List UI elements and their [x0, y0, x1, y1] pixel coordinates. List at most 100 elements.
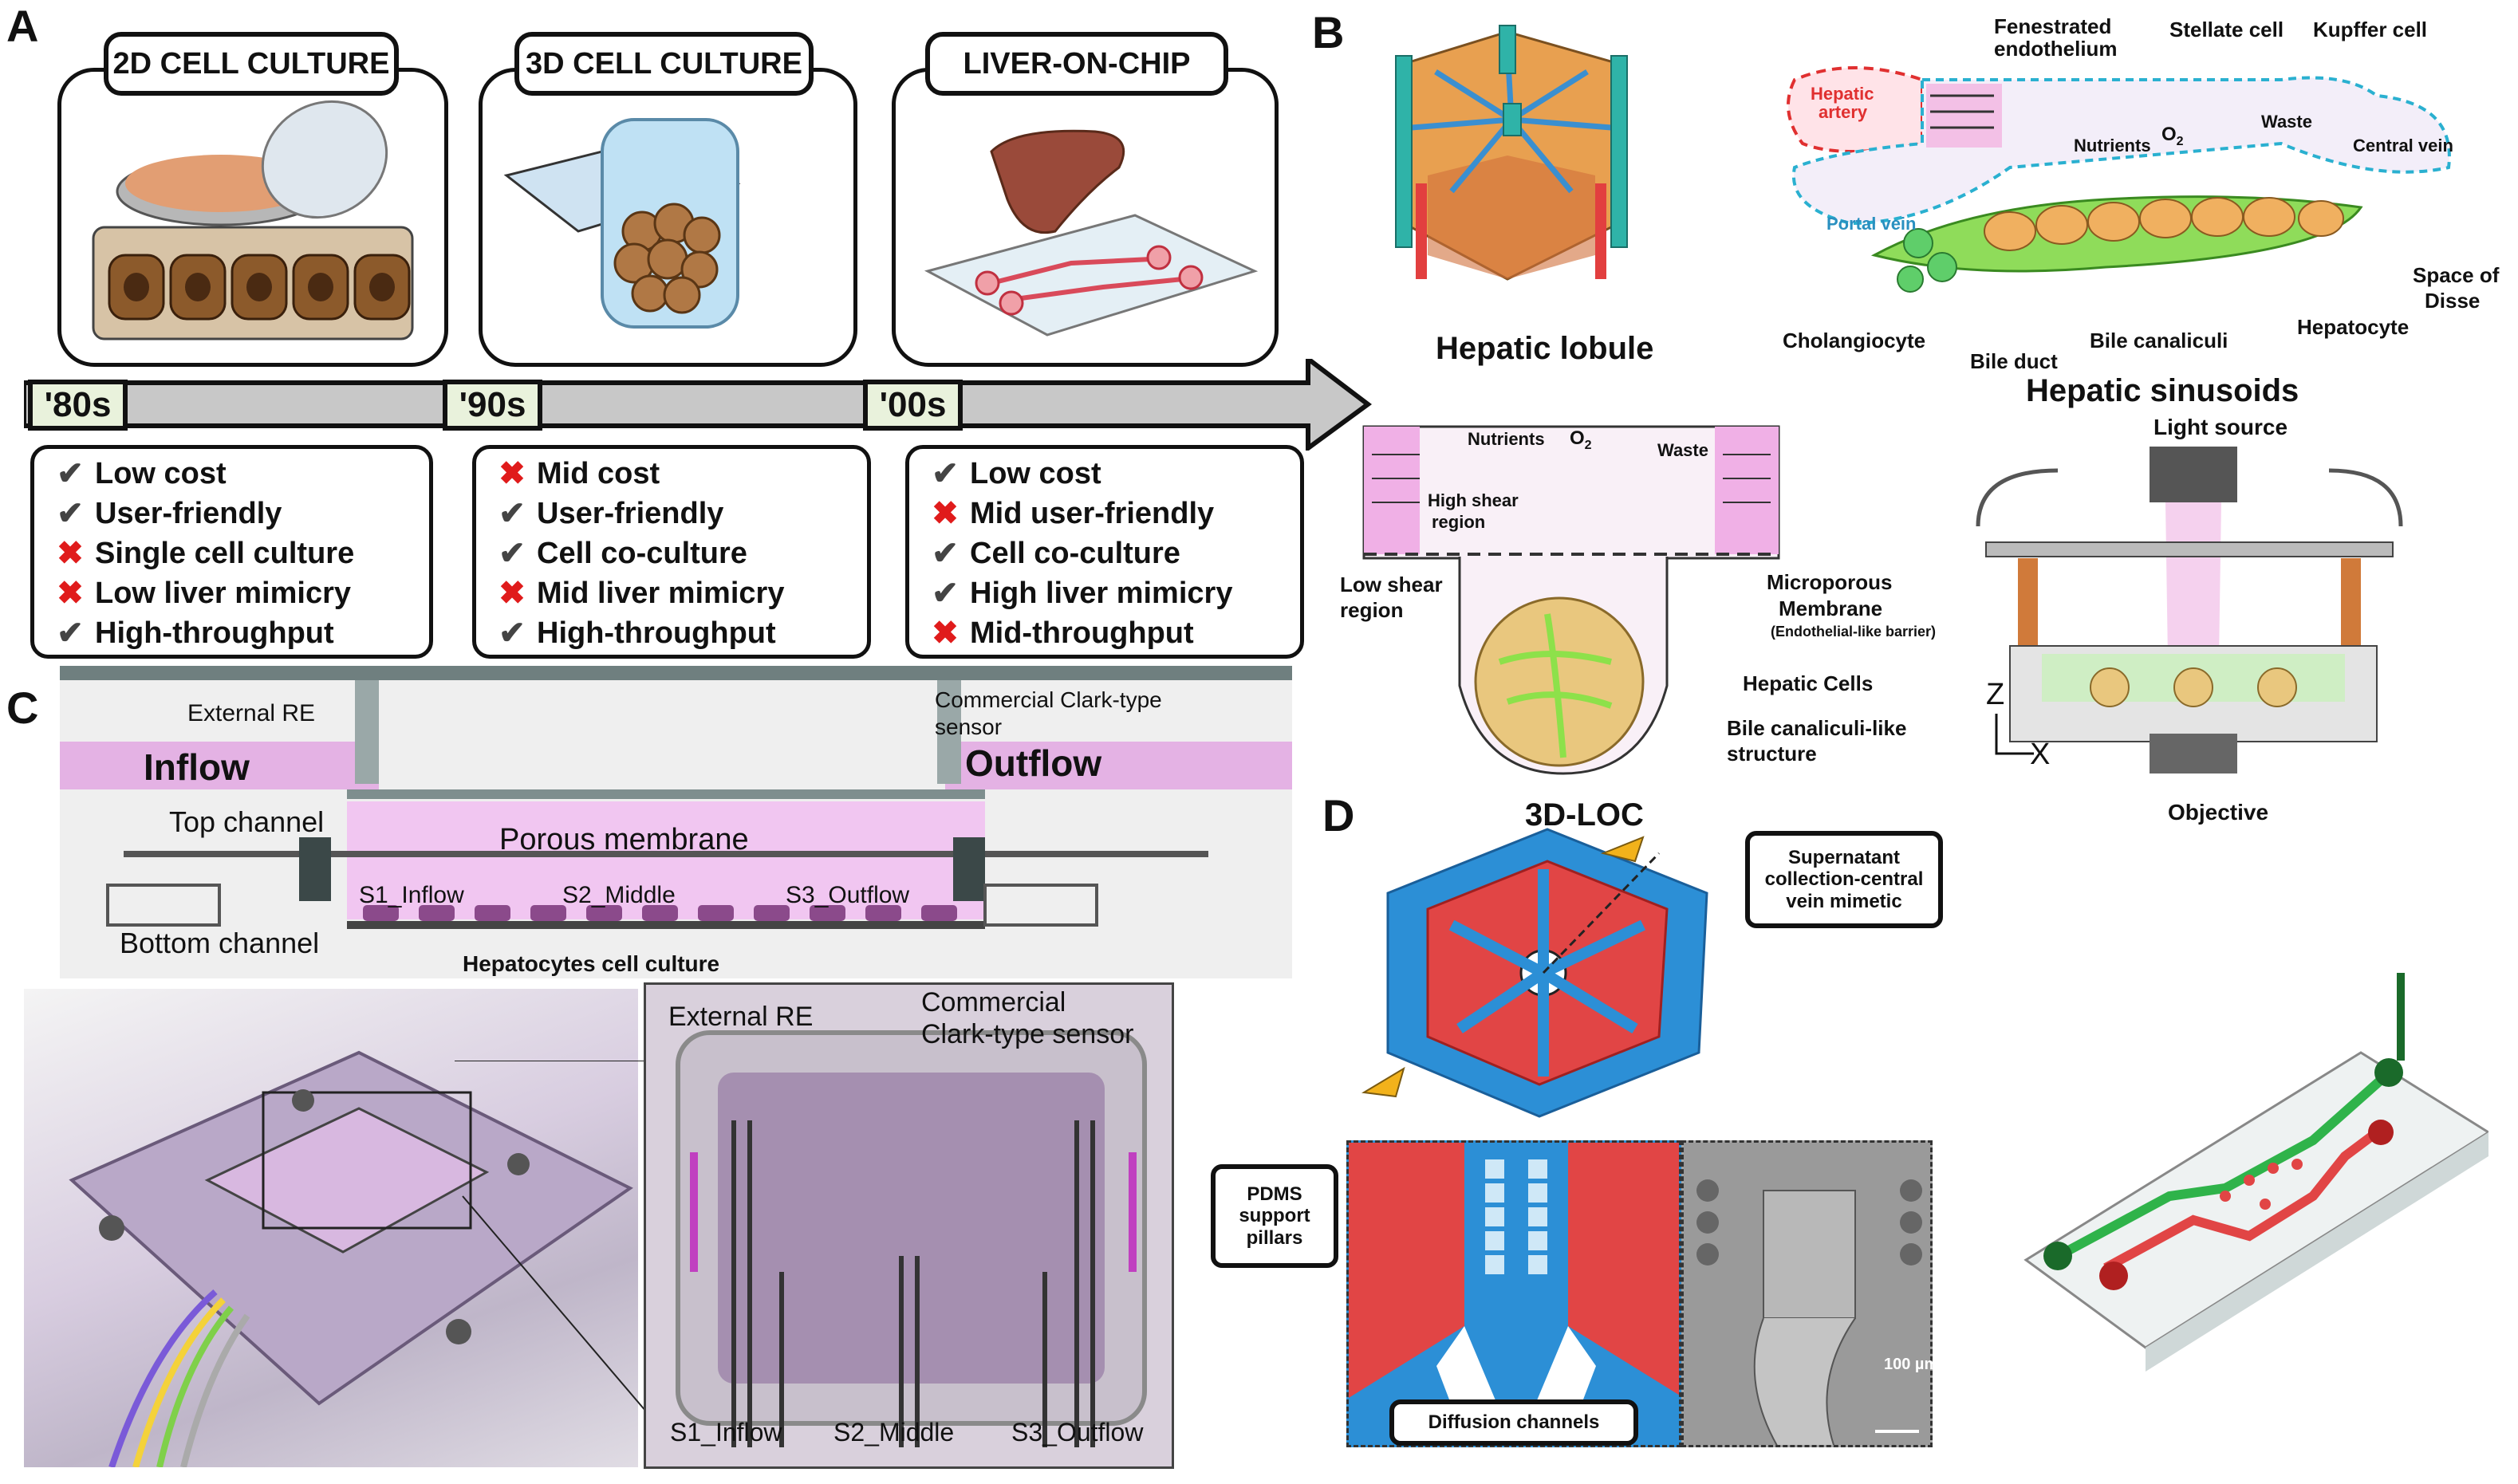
schematic-outflow: Outflow: [965, 742, 1102, 784]
label-bile-like-2: structure: [1727, 742, 1817, 766]
schematic-s2: S2_Middle: [562, 882, 676, 908]
device-photo: [24, 989, 638, 1467]
card-3d-culture: [479, 68, 857, 367]
feature-row: ✔Low cost: [927, 454, 1283, 494]
label-central-vein: Central vein: [2353, 136, 2453, 155]
hepatic-lobule-title: Hepatic lobule: [1436, 331, 1654, 366]
label-o2-sinusoid: O2: [2161, 124, 2184, 148]
label-waste-sinusoid: Waste: [2261, 112, 2312, 132]
photo-s1: S1_Inflow: [670, 1418, 782, 1447]
label-portal-vein: Portal vein: [1826, 214, 1917, 234]
label-o2-loc: O2: [1570, 427, 1592, 452]
feature-row: ✔ User-friendly: [52, 494, 412, 533]
feature-row: ✖Mid liver mimicry: [494, 573, 849, 613]
check-icon: ✔: [57, 616, 84, 651]
feature-text: Low cost: [970, 456, 1101, 490]
check-icon: ✔: [57, 456, 84, 491]
check-icon: ✔: [498, 536, 526, 571]
feature-text: Mid cost: [537, 456, 660, 490]
check-icon: ✔: [498, 496, 526, 531]
micrograph-image: [1681, 1140, 1933, 1447]
schematic-external-re: External RE: [187, 700, 316, 726]
cross-icon: ✖: [57, 576, 84, 611]
label-stellate-cell: Stellate cell: [2169, 18, 2284, 41]
feature-text: Mid user-friendly: [970, 496, 1215, 530]
label-hepatic: Hepatic: [1811, 84, 1874, 104]
feature-row: ✔ High-throughput: [52, 613, 412, 653]
feature-text: User-friendly: [95, 496, 282, 530]
schematic-top-channel: Top channel: [169, 805, 325, 838]
feature-text: Mid-throughput: [970, 616, 1194, 650]
feature-row: ✔ Low cost: [52, 454, 412, 494]
feature-text: Cell co-culture: [537, 536, 747, 570]
feature-text: High liver mimicry: [970, 576, 1233, 610]
cross-icon: ✖: [932, 616, 959, 651]
era-80s: '80s: [28, 380, 128, 431]
label-light-source: Light source: [2154, 415, 2288, 439]
feature-text: High-throughput: [95, 616, 334, 650]
liver-chip-illustration: [924, 129, 1259, 337]
hexagonal-chip-illustration: [1361, 828, 1708, 1118]
label-kupffer-cell: Kupffer cell: [2313, 18, 2428, 41]
label-nutrients-loc: Nutrients: [1468, 429, 1545, 449]
label-high-shear-1: High shear: [1428, 490, 1519, 510]
feature-row: ✔ Cell co-culture: [927, 533, 1283, 573]
photo-s2: S2_Middle: [833, 1418, 955, 1447]
feature-text: Cell co-culture: [970, 536, 1180, 570]
label-membrane: Membrane: [1779, 596, 1883, 620]
check-icon: ✔: [57, 496, 84, 531]
loc-3d-illustration: [1362, 425, 1780, 775]
feature-list-loc: ✔Low cost✖Mid user-friendly✔Cell co-cult…: [905, 445, 1304, 659]
schematic-s1: S1_Inflow: [359, 882, 464, 908]
label-endothelium: endothelium: [1994, 37, 2118, 61]
feature-row: ✔ Cell co-culture: [494, 533, 849, 573]
card-2d-culture: [57, 68, 448, 367]
feature-text: High-throughput: [537, 616, 776, 650]
label-waste-loc: Waste: [1657, 440, 1708, 460]
label-hepatocyte: Hepatocyte: [2297, 315, 2410, 339]
photo-s3: S3_Outflow: [1011, 1418, 1144, 1447]
label-bile-duct: Bile duct: [1970, 349, 2058, 373]
feature-text: Low liver mimicry: [95, 576, 352, 610]
schematic-porous-membrane: Porous membrane: [499, 823, 749, 856]
feature-row: ✖ Low liver mimicry: [52, 573, 412, 613]
card-title-3d: 3D CELL CULTURE: [514, 32, 814, 96]
cross-icon: ✖: [498, 576, 526, 611]
card-title-loc: LIVER-ON-CHIP: [925, 32, 1228, 96]
label-low-shear-1: Low shear: [1340, 573, 1443, 596]
schematic-clark-2: sensor: [935, 714, 1003, 739]
feature-text: User-friendly: [537, 496, 724, 530]
panel-label-c: C: [6, 683, 39, 733]
card-title-2d: 2D CELL CULTURE: [104, 32, 399, 96]
cross-icon: ✖: [498, 456, 526, 491]
panel-label-b: B: [1312, 7, 1345, 57]
label-space-of: Space of: [2413, 263, 2500, 287]
hepatic-sinusoids-title: Hepatic sinusoids: [2026, 373, 2299, 408]
zoom-lines: [455, 1061, 647, 1412]
label-membrane-note: (Endothelial-like barrier): [1771, 624, 1937, 640]
schematic-s3: S3_Outflow: [786, 882, 910, 908]
feature-row: ✔ User-friendly: [494, 494, 849, 533]
label-z-axis: Z: [1986, 678, 2005, 711]
feature-row: ✖Mid user-friendly: [927, 494, 1283, 533]
schematic-inflow: Inflow: [144, 746, 250, 788]
feature-list-3d: ✖Mid cost✔User-friendly✔Cell co-culture✖…: [472, 445, 871, 659]
check-icon: ✔: [932, 576, 959, 611]
check-icon: ✔: [932, 536, 959, 571]
label-nutrients-sinusoid: Nutrients: [2074, 136, 2151, 155]
feature-text: Low cost: [95, 456, 227, 490]
label-cholangiocyte: Cholangiocyte: [1783, 329, 1926, 352]
label-low-shear-2: region: [1340, 598, 1404, 622]
label-bile-canaliculi: Bile canaliculi: [2090, 329, 2228, 352]
feature-row: ✖ Mid-throughput: [927, 613, 1283, 653]
axis-arrows-icon: [1995, 714, 2034, 755]
hepatic-lobule-illustration: [1395, 25, 1628, 281]
petri-dish-illustration: [92, 100, 414, 340]
zoom-illustration: [1346, 1140, 1681, 1447]
era-00s: '00s: [863, 380, 963, 431]
label-disse: Disse: [2425, 289, 2481, 313]
label-high-shear-2: region: [1432, 512, 1486, 532]
label-bile-like-1: Bile canaliculi-like: [1727, 716, 1907, 740]
loc-3d-title: 3D-LOC: [1525, 797, 1644, 833]
